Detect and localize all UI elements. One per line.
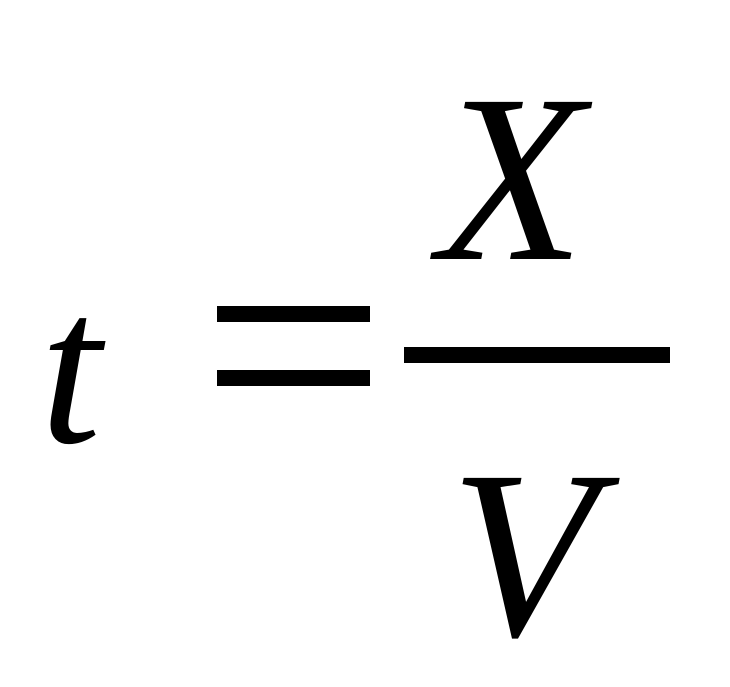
fraction-bar: [404, 347, 670, 363]
equals-top-bar: [217, 306, 370, 322]
equals-sign: [217, 306, 370, 386]
denominator: V: [450, 421, 597, 687]
time-variable: t: [40, 246, 102, 490]
equals-bottom-bar: [217, 370, 370, 386]
numerator: X: [438, 45, 585, 311]
